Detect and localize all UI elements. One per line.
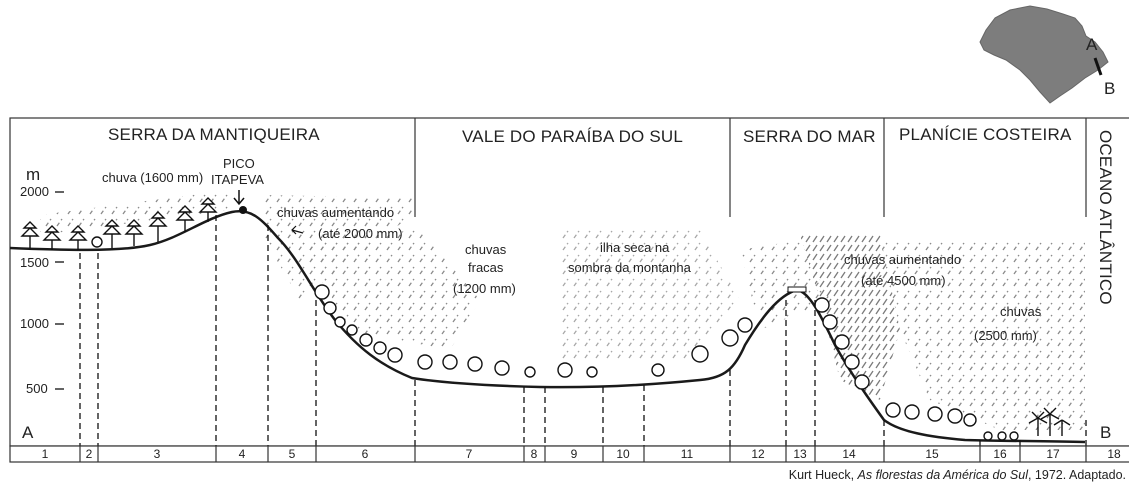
inset-map: A B <box>979 5 1115 104</box>
segment-4: 4 <box>239 447 246 461</box>
segment-9: 9 <box>571 447 578 461</box>
segment-numbers: 1 2 3 4 5 6 7 8 9 10 11 12 13 14 15 16 1… <box>42 447 1121 461</box>
segment-8: 8 <box>531 447 538 461</box>
segment-16: 16 <box>993 447 1007 461</box>
region-planicie-costeira: PLANÍCIE COSTEIRA <box>899 125 1072 144</box>
segment-7: 7 <box>466 447 473 461</box>
segment-boundaries <box>79 215 1087 446</box>
pico-arrow <box>233 190 245 206</box>
broadleaf-trees-serra-do-mar <box>721 297 870 390</box>
segment-12: 12 <box>751 447 765 461</box>
rain-mantiqueira <box>40 190 230 235</box>
state-silhouette <box>979 5 1109 104</box>
region-serra-da-mantiqueira: SERRA DA MANTIQUEIRA <box>108 125 320 144</box>
y-tick-1000: 1000 <box>20 316 49 331</box>
segment-2: 2 <box>86 447 93 461</box>
annotation-chuvas-aumentando-4500-line1: chuvas aumentando <box>844 252 961 267</box>
region-serra-do-mar: SERRA DO MAR <box>743 127 876 146</box>
segment-dividers <box>79 446 1087 462</box>
serra-do-mar-summit-marker <box>787 286 807 293</box>
annotation-pico-line1: PICO <box>223 156 255 171</box>
annotation-chuvas-fracas-line1: chuvas <box>465 242 507 257</box>
caption-title: As florestas da América do Sul <box>857 468 1028 482</box>
annotation-chuvas-aumentando-2000-line2: (até 2000 mm) <box>318 226 403 241</box>
pico-itapeva-marker <box>239 206 247 214</box>
inset-label-b: B <box>1104 79 1115 98</box>
y-axis: m 2000 1500 1000 500 <box>20 165 64 396</box>
region-vale-do-paraiba: VALE DO PARAÍBA DO SUL <box>462 127 683 146</box>
broadleaf-trees-valley <box>417 345 709 378</box>
segment-11: 11 <box>681 447 694 461</box>
annotations: chuva (1600 mm) PICO ITAPEVA chuvas aume… <box>102 156 1042 343</box>
source-caption: Kurt Hueck, As florestas da América do S… <box>0 468 1126 482</box>
annotation-pico-line2: ITAPEVA <box>211 172 264 187</box>
y-tick-500: 500 <box>26 381 48 396</box>
segment-1: 1 <box>42 447 49 461</box>
segment-13: 13 <box>793 447 807 461</box>
segment-3: 3 <box>154 447 161 461</box>
annotation-ilha-seca-line2: sombra da montanha <box>568 260 692 275</box>
annotation-chuvas-fracas-line2: fracas <box>468 260 504 275</box>
broadleaf-trees-west <box>91 236 403 363</box>
segment-18: 18 <box>1107 447 1121 461</box>
caption-author: Kurt Hueck, <box>788 468 855 482</box>
annotation-chuvas-aumentando-4500-line2: (até 4500 mm) <box>861 273 946 288</box>
profile-label-a: A <box>22 423 34 442</box>
terrain-profile <box>9 209 1086 444</box>
segment-6: 6 <box>362 447 369 461</box>
y-tick-2000: 2000 <box>20 184 49 199</box>
inset-label-a: A <box>1086 35 1098 54</box>
rain-areas <box>40 190 1085 430</box>
segment-14: 14 <box>842 447 856 461</box>
segment-15: 15 <box>925 447 939 461</box>
rain-costa <box>880 240 1085 430</box>
profile-label-b: B <box>1100 423 1111 442</box>
broadleaf-trees-coast <box>885 402 1019 441</box>
segment-5: 5 <box>289 447 296 461</box>
transect-line <box>1093 57 1103 76</box>
region-oceano-atlantico: OCEANO ATLÂNTICO <box>1096 130 1115 305</box>
annotation-chuvas-aumentando-2000-line1: chuvas aumentando <box>277 205 394 220</box>
chuvas-arrow <box>291 225 304 235</box>
annotation-chuvas-2500-line1: chuvas <box>1000 304 1042 319</box>
annotation-chuvas-fracas-line3: (1200 mm) <box>453 281 516 296</box>
caption-rest: , 1972. Adaptado. <box>1027 468 1126 482</box>
rain-vale-dry <box>560 230 740 360</box>
segment-strip <box>9 445 1129 463</box>
rain-heavy <box>800 235 900 400</box>
vegetation <box>20 197 1071 441</box>
segment-10: 10 <box>616 447 630 461</box>
annotation-chuvas-2500-line2: (2500 mm) <box>974 328 1037 343</box>
segment-17: 17 <box>1046 447 1060 461</box>
annotation-chuva-1600: chuva (1600 mm) <box>102 170 203 185</box>
y-tick-1500: 1500 <box>20 255 49 270</box>
araucaria-trees <box>20 197 218 250</box>
y-axis-unit: m <box>26 165 40 184</box>
region-dividers <box>414 118 1087 217</box>
annotation-ilha-seca-line1: ilha seca na <box>600 240 670 255</box>
palm-trees <box>1028 407 1071 436</box>
rain-serra-do-mar <box>740 240 830 330</box>
